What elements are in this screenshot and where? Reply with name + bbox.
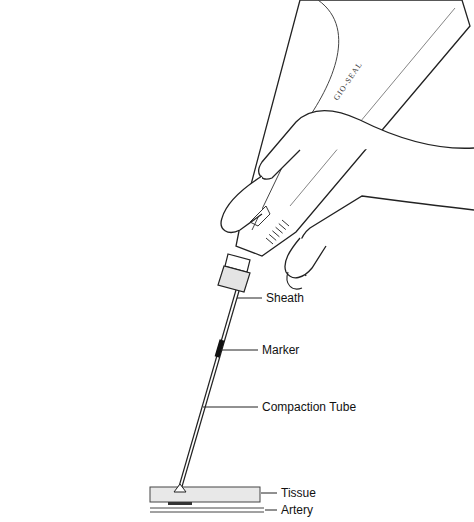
leader-line xyxy=(261,493,277,494)
leader-line xyxy=(237,298,262,299)
marker-band xyxy=(217,340,222,357)
leader-line xyxy=(265,510,277,511)
grip-ridge xyxy=(269,234,276,240)
collagen-plug xyxy=(174,484,186,492)
part-label: Compaction Tube xyxy=(262,400,356,414)
artery-wall xyxy=(150,512,264,513)
hand-finger xyxy=(221,176,262,232)
sheath-line xyxy=(178,290,236,490)
grip-ridge xyxy=(279,224,286,230)
hand-palm xyxy=(298,196,474,276)
hand-finger xyxy=(285,238,326,278)
handle-arrow xyxy=(250,206,270,226)
grip-ridge xyxy=(272,231,279,237)
leader-line xyxy=(221,350,258,351)
grip-ridge xyxy=(276,227,283,233)
part-label: Marker xyxy=(262,343,299,357)
grip-ridge xyxy=(266,238,273,244)
artery-wall xyxy=(150,508,264,509)
hub-cap xyxy=(218,266,250,292)
anchor xyxy=(168,502,192,505)
sheath-line xyxy=(181,291,239,490)
hand-thumb xyxy=(259,110,474,179)
hand-finger xyxy=(287,272,302,289)
grip-ridges xyxy=(266,220,289,244)
tissue-band xyxy=(150,487,260,502)
handle-edge xyxy=(290,8,455,206)
grip-ridge xyxy=(282,220,289,226)
leader-line xyxy=(203,407,258,408)
part-label: Sheath xyxy=(266,291,304,305)
part-label: Tissue xyxy=(281,486,316,500)
part-label: Artery xyxy=(281,503,313,517)
